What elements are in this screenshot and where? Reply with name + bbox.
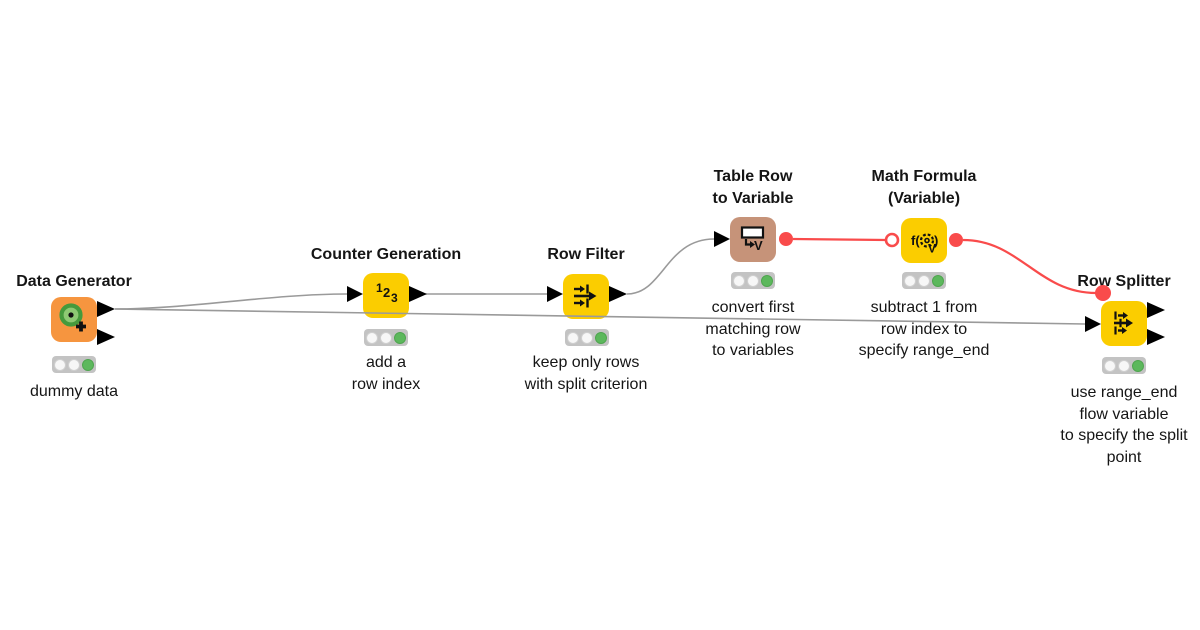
traffic-yellow-light [918,274,930,287]
node-annotation-row-filter: keep only rows with split criterion [524,354,648,393]
traffic-yellow-light [68,358,80,371]
traffic-green-light [595,331,607,344]
row-splitter-output-port-1[interactable] [1147,302,1165,318]
traffic-yellow-light [380,331,392,344]
traffic-green-light [1132,359,1144,372]
node-row-splitter[interactable] [1101,301,1147,346]
data-generator-output-port-2[interactable] [97,329,115,345]
connection-table-row-to-variable-to-math-formula[interactable] [792,237,887,242]
traffic-red-light [567,331,579,344]
traffic-yellow-light [1118,359,1130,372]
node-annotation-math-formula-variable: subtract 1 from row index to specify ran… [858,299,990,359]
node-title-table-row-to-variable: Table Row to Variable [712,168,794,207]
node-annotation-row-splitter: use range_end flow variable to specify t… [1060,384,1188,466]
traffic-red-light [904,274,916,287]
traffic-yellow-light [581,331,593,344]
math-formula-flow-input-port[interactable] [884,232,900,248]
traffic-light-counter-generation [364,329,408,346]
counter-generation-input-port[interactable] [347,286,363,302]
node-counter-generation[interactable]: 1 2 3 [363,273,409,318]
fx-gear-icon: f( ) V [911,233,938,256]
node-title-counter-generation: Counter Generation [310,246,462,263]
node-math-formula-variable[interactable]: f( ) V [901,218,947,263]
node-title-row-splitter: Row Splitter [1077,273,1171,290]
traffic-green-light [761,274,773,287]
traffic-light-row-filter [565,329,609,346]
row-splitter-arrows-icon [1114,311,1133,335]
traffic-red-light [733,274,745,287]
traffic-red-light [54,358,66,371]
traffic-light-data-generator [52,356,96,373]
table-row-to-variable-flow-output-port[interactable] [779,232,793,246]
row-filter-arrows-icon [574,284,597,308]
row-filter-input-port[interactable] [547,286,563,302]
counter-generation-output-port[interactable] [409,286,427,302]
traffic-red-light [1104,359,1116,372]
target-plus-icon [59,303,86,332]
svg-text:V: V [928,242,936,256]
node-table-row-to-variable[interactable]: V [730,217,776,262]
node-title-data-generator: Data Generator [16,273,132,290]
traffic-light-table-row-to-variable [731,272,775,289]
svg-text:V: V [754,238,763,253]
traffic-green-light [932,274,944,287]
traffic-red-light [366,331,378,344]
node-data-generator[interactable] [51,297,97,342]
node-annotation-data-generator: dummy data [29,383,119,400]
row-splitter-input-port[interactable] [1085,316,1101,332]
node-title-math-formula-variable: Math Formula (Variable) [871,168,977,207]
svg-text:f(: f( [911,233,920,248]
node-annotation-counter-generation: add a row index [351,354,421,393]
node-row-filter[interactable] [563,274,609,319]
svg-text:2: 2 [383,285,390,300]
traffic-green-light [394,331,406,344]
node-title-row-filter: Row Filter [547,246,625,263]
svg-text:): ) [934,233,938,248]
row-splitter-output-port-2[interactable] [1147,329,1165,345]
connection-data-generator-to-counter-generation[interactable] [114,293,348,310]
traffic-yellow-light [747,274,759,287]
traffic-light-math-formula-variable [902,272,946,289]
table-to-variable-icon: V [740,226,765,253]
numbers-123-icon: 1 2 3 [376,281,398,305]
math-formula-flow-output-port[interactable] [949,233,963,247]
svg-text:1: 1 [376,281,383,295]
traffic-light-row-splitter [1102,357,1146,374]
data-generator-output-port-1[interactable] [97,301,115,317]
svg-text:3: 3 [391,291,398,305]
traffic-green-light [82,358,94,371]
